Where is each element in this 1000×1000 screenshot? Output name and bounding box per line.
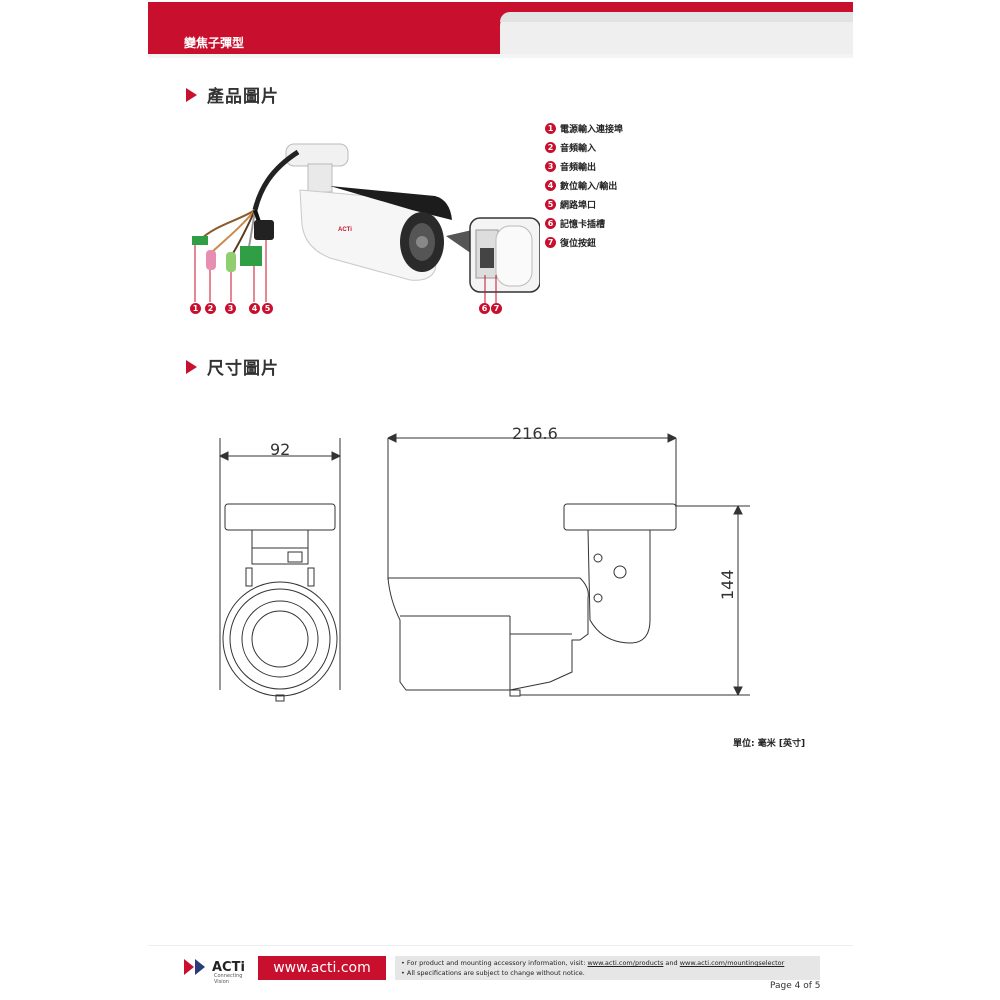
marker-leaders xyxy=(194,240,267,302)
mounting-selector-link[interactable]: www.acti.com/mountingselector xyxy=(679,959,785,967)
legend-number: 3 xyxy=(545,161,556,172)
legend-label: 音頻輸出 xyxy=(560,163,597,173)
footer-note-line-2: • All specifications are subject to chan… xyxy=(401,969,585,977)
page-number: Page 4 of 5 xyxy=(770,981,821,991)
legend-item: 6 記憶卡插槽 xyxy=(545,214,623,233)
footer-note-line-1: • For product and mounting accessory inf… xyxy=(401,958,820,968)
header-title: 變焦子彈型 xyxy=(184,36,245,50)
acti-logo: ACTi Connecting Vision xyxy=(184,959,245,985)
footer-divider xyxy=(148,945,853,946)
note-prefix: • For product and mounting accessory inf… xyxy=(401,959,586,967)
acti-logo-icon xyxy=(184,959,205,975)
website-link[interactable]: www.acti.com xyxy=(258,956,386,980)
legend-label: 電源輸入連接埠 xyxy=(560,125,624,135)
dimension-drawing xyxy=(219,433,750,702)
marker-3: 3 xyxy=(225,303,236,314)
legend-item: 1 電源輸入連接埠 xyxy=(545,119,623,138)
detail-inset xyxy=(446,217,540,305)
legend-number: 6 xyxy=(545,218,556,229)
legend-item: 3 音頻輸出 xyxy=(545,157,623,176)
legend-number: 5 xyxy=(545,199,556,210)
legend-number: 1 xyxy=(545,123,556,134)
legend-label: 復位按鈕 xyxy=(560,239,597,249)
logo-tagline: Connecting Vision xyxy=(214,973,243,985)
legend-number: 7 xyxy=(545,237,556,248)
cable-bundle xyxy=(252,149,300,211)
marker-2: 2 xyxy=(205,303,216,314)
products-link[interactable]: www.acti.com/products xyxy=(587,959,664,967)
audio-out-plug xyxy=(226,252,236,272)
mount-bracket xyxy=(285,143,349,193)
legend-item: 7 復位按鈕 xyxy=(545,233,623,252)
note-and: and xyxy=(665,959,678,967)
marker-6: 6 xyxy=(479,303,490,314)
footer-note: • For product and mounting accessory inf… xyxy=(395,956,820,980)
dimension-width-label: 92 xyxy=(270,440,291,459)
camera-brand-mark: ACTi xyxy=(338,227,352,233)
unit-note: 單位: 毫米 [英寸] xyxy=(733,739,806,749)
legend-label: 數位輸入/輸出 xyxy=(560,182,618,192)
header-tab-edge xyxy=(500,12,853,22)
marker-5: 5 xyxy=(262,303,273,314)
section-title-dimensions: 尺寸圖片 xyxy=(207,359,279,379)
legend-number: 4 xyxy=(545,180,556,191)
dio-connector xyxy=(240,246,262,266)
dimension-height-label: 144 xyxy=(718,569,737,600)
header-divider xyxy=(148,54,853,58)
legend-item: 2 音頻輸入 xyxy=(545,138,623,157)
legend-number: 2 xyxy=(545,142,556,153)
logo-wordmark: ACTi xyxy=(212,959,245,975)
triangle-bullet-icon xyxy=(186,87,197,102)
power-connector xyxy=(192,236,208,245)
legend-label: 記憶卡插槽 xyxy=(560,220,606,230)
marker-7: 7 xyxy=(491,303,502,314)
marker-4: 4 xyxy=(249,303,260,314)
camera-body: ACTi xyxy=(299,186,452,281)
legend-item: 4 數位輸入/輸出 xyxy=(545,176,623,195)
side-view xyxy=(387,433,750,697)
triangle-bullet-icon xyxy=(186,359,197,374)
marker-1: 1 xyxy=(190,303,201,314)
legend-label: 網路埠口 xyxy=(560,201,597,211)
product-photo: ACTi xyxy=(192,143,540,305)
dimension-length-label: 216.6 xyxy=(512,424,558,443)
component-legend: 1 電源輸入連接埠 2 音頻輸入 3 音頻輸出 4 數位輸入/輸出 5 網路埠口 6 記憶卡… xyxy=(545,119,623,252)
section-heading-dimensions: 尺寸圖片 xyxy=(186,354,279,379)
section-heading-product: 產品圖片 xyxy=(186,82,279,107)
section-title-product: 產品圖片 xyxy=(207,87,279,107)
front-view xyxy=(219,438,341,702)
ethernet-port xyxy=(254,220,274,240)
legend-item: 5 網路埠口 xyxy=(545,195,623,214)
audio-in-plug xyxy=(206,250,216,270)
legend-label: 音頻輸入 xyxy=(560,144,597,154)
